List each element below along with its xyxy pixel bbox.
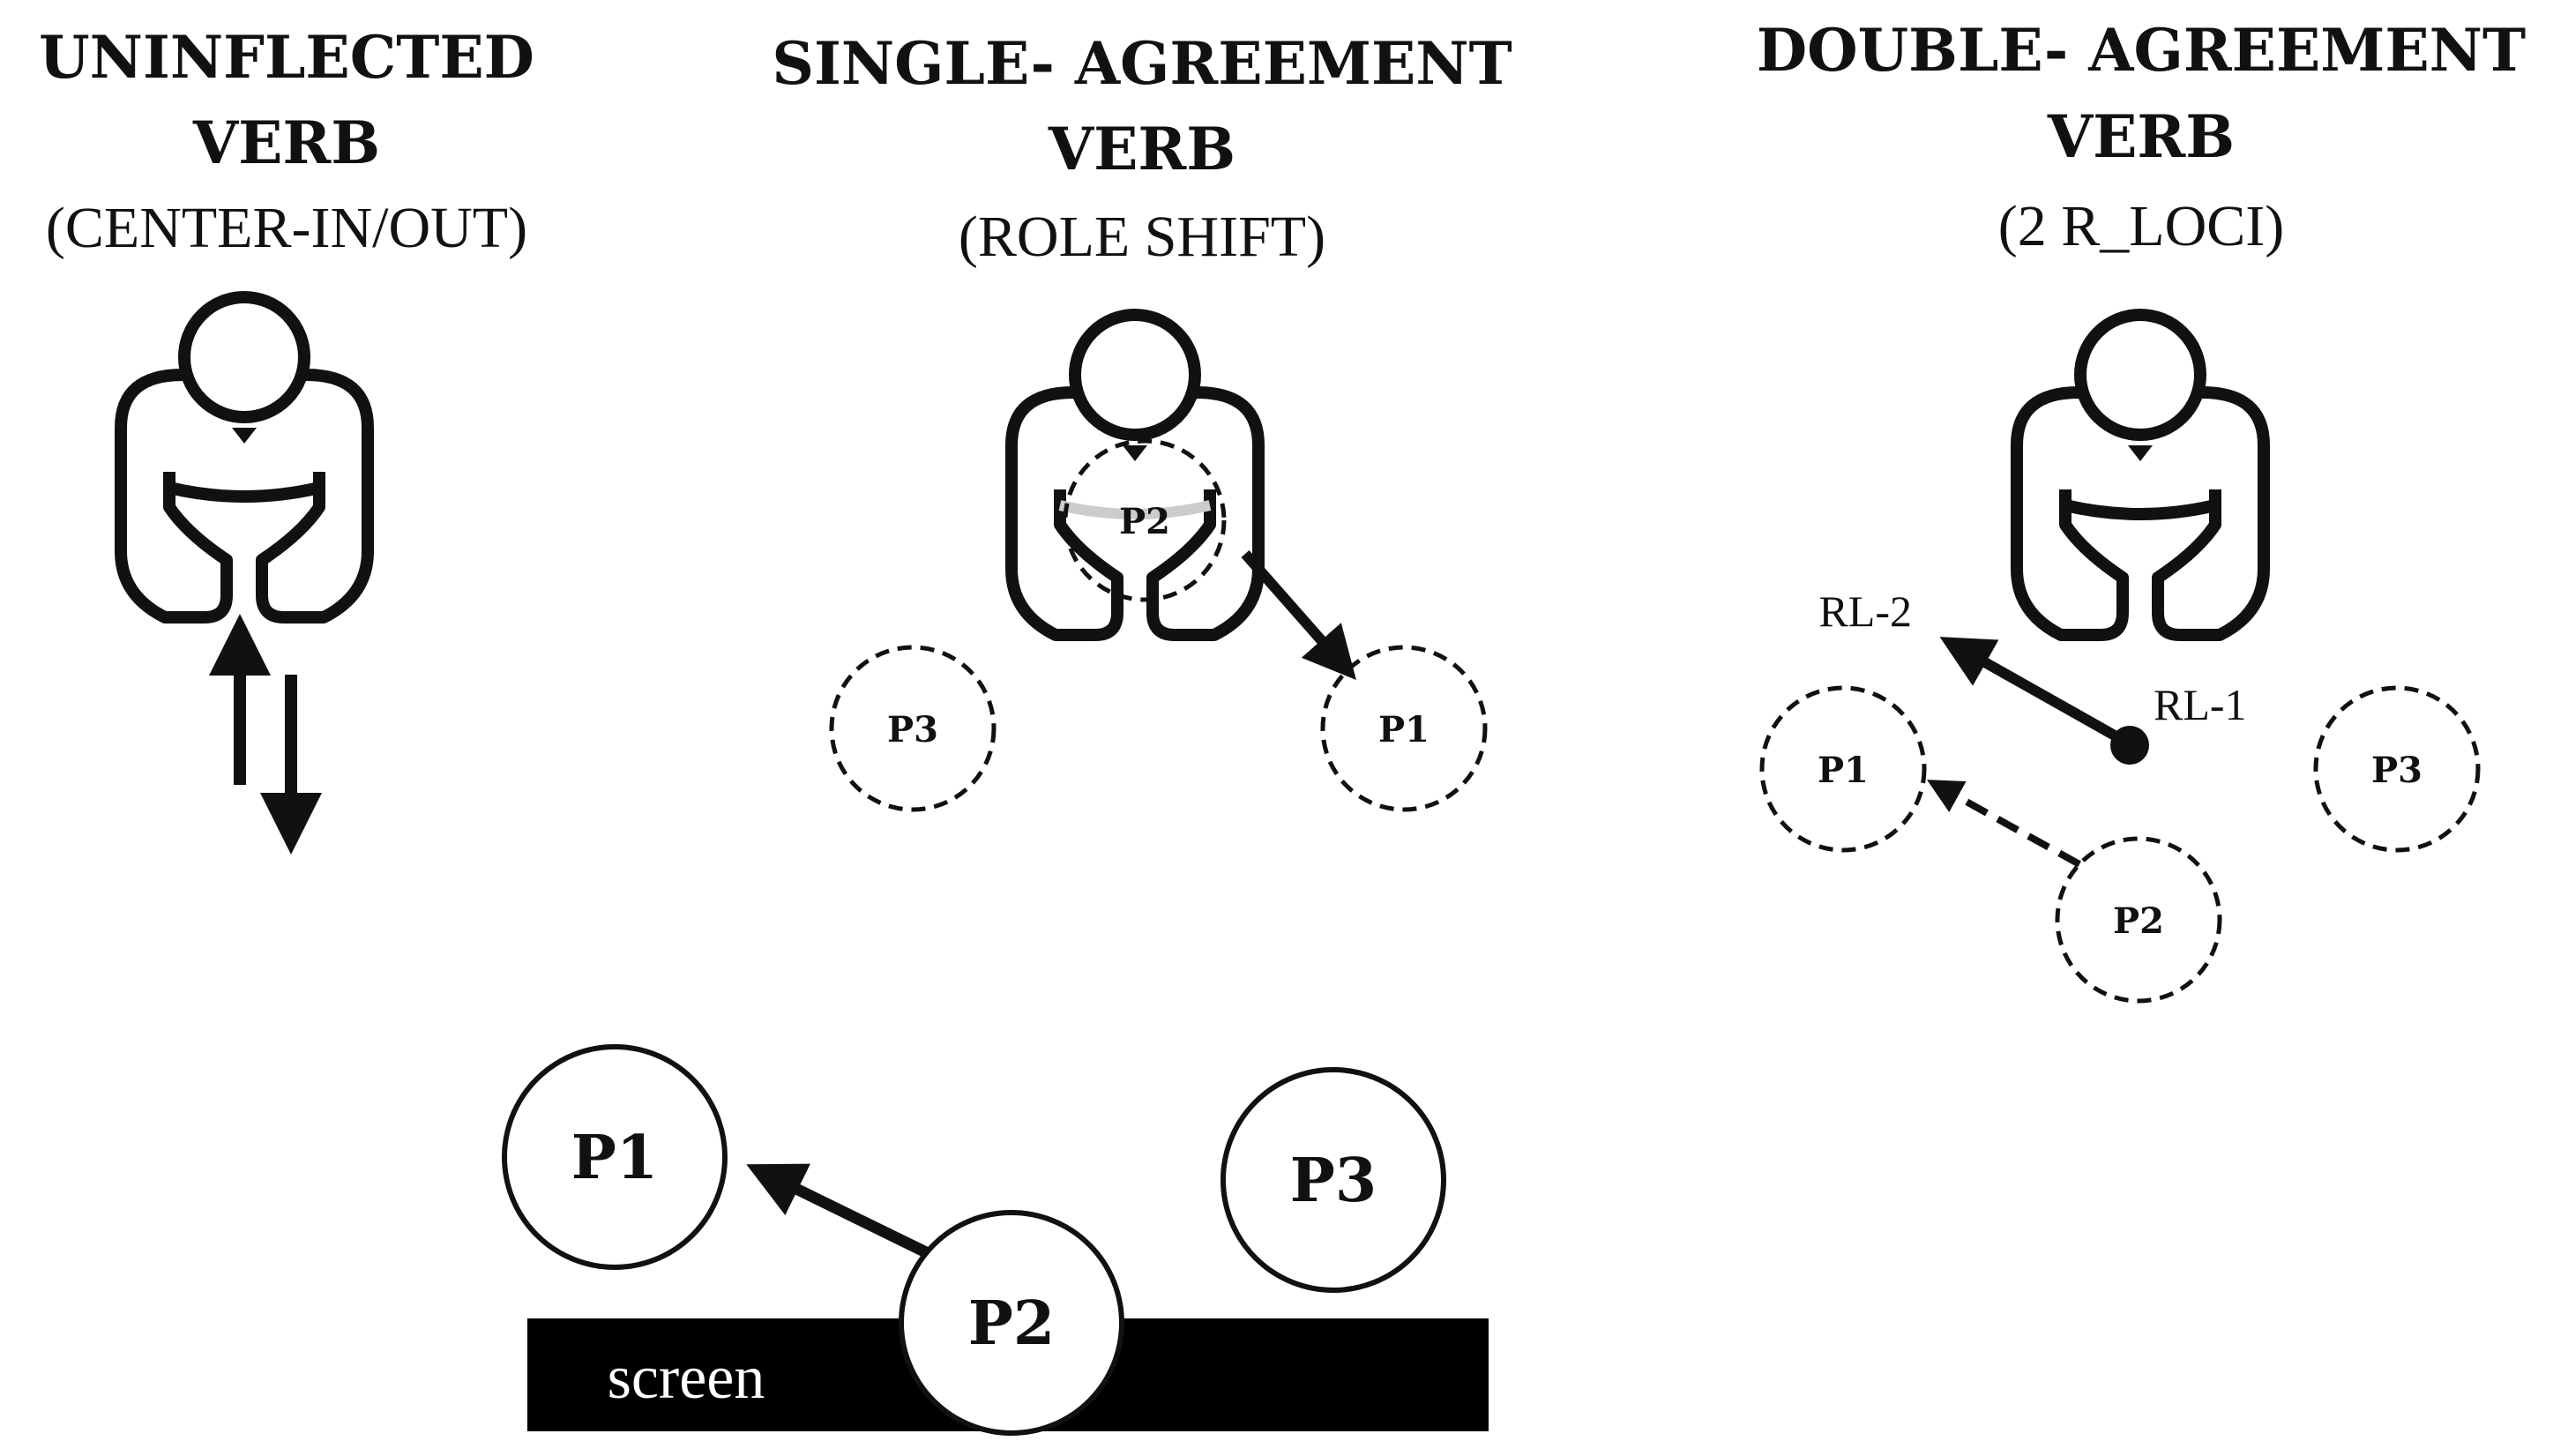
locus-p2-dashed bbox=[2055, 836, 2222, 1004]
p2-to-p1-arrow bbox=[746, 1163, 929, 1258]
rl2-label: RL-2 bbox=[1818, 586, 1912, 636]
role-shift-arrow bbox=[1241, 550, 1356, 681]
rl1-label: RL-1 bbox=[2154, 680, 2247, 729]
locus-p3-dashed bbox=[2313, 685, 2481, 853]
p3-label: P3 bbox=[1290, 1146, 1377, 1216]
p2-to-p1-dashed-arrow bbox=[1927, 780, 2081, 868]
locus-p1-label: P1 bbox=[1378, 709, 1430, 750]
signer-icon bbox=[2011, 309, 2270, 641]
uninflected-subtitle: (CENTER-IN/OUT) bbox=[46, 196, 527, 260]
locus-p2-label: P2 bbox=[2113, 900, 2164, 942]
double-title-line2: VERB bbox=[2047, 102, 2235, 171]
p2-circle bbox=[899, 1210, 1124, 1436]
uninflected-title-line1: UNINFLECTED bbox=[39, 23, 534, 92]
locus-p1-label: P1 bbox=[1818, 750, 1869, 791]
locus-p1-dashed bbox=[1759, 685, 1927, 853]
panel-uninflected: UNINFLECTED VERB (CENTER-IN/OUT) bbox=[39, 23, 534, 855]
locus-p2-dashed bbox=[1063, 438, 1227, 602]
locus-p3-label: P3 bbox=[887, 709, 938, 750]
single-title-line1: SINGLE- AGREEMENT bbox=[772, 29, 1512, 98]
p1-label: P1 bbox=[571, 1123, 658, 1193]
screen-scene: screen P1 P3 P2 bbox=[502, 1044, 1489, 1436]
signer-icon bbox=[115, 291, 374, 623]
p3-circle bbox=[1221, 1067, 1446, 1293]
rl1-to-rl2-arrow bbox=[1939, 637, 2124, 744]
p1-circle bbox=[502, 1044, 728, 1270]
single-subtitle: (ROLE SHIFT) bbox=[959, 205, 1325, 269]
uninflected-title-line2: VERB bbox=[192, 108, 380, 177]
screen-label: screen bbox=[608, 1344, 765, 1412]
double-subtitle: (2 R_LOCI) bbox=[1998, 194, 2284, 258]
locus-p1-dashed bbox=[1320, 645, 1488, 812]
p2-label: P2 bbox=[968, 1288, 1055, 1359]
single-title-line2: VERB bbox=[1048, 115, 1235, 183]
locus-p2-label: P2 bbox=[1119, 501, 1170, 542]
panel-single-agreement: SINGLE- AGREEMENT VERB (ROLE SHIFT) P2 P… bbox=[772, 29, 1512, 812]
double-title-line1: DOUBLE- AGREEMENT bbox=[1757, 16, 2526, 85]
signer-icon bbox=[1005, 309, 1265, 641]
locus-p3-label: P3 bbox=[2371, 750, 2422, 791]
panel-double-agreement: DOUBLE- AGREEMENT VERB (2 R_LOCI) RL-2 R… bbox=[1757, 16, 2526, 1004]
locus-p3-dashed bbox=[829, 645, 997, 812]
